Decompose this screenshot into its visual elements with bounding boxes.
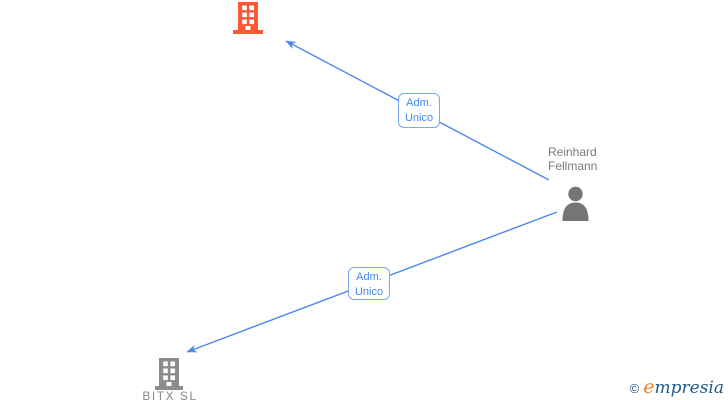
person-name-label[interactable]: Reinhard Fellmann [548, 145, 598, 173]
company-node-bottom[interactable] [155, 358, 183, 390]
edge-label-line2: Unico [404, 112, 434, 124]
empresia-logo[interactable]: © empresia [630, 376, 724, 398]
company-name-label[interactable]: BITX SL [142, 389, 198, 400]
copyright-icon: © [629, 381, 640, 396]
edge-label-adm-unico-top: Adm. Unico [398, 93, 440, 128]
company-node-top[interactable] [233, 2, 263, 34]
edge-label-line1: Adm. [356, 271, 382, 283]
edge-label-adm-unico-bottom: Adm. Unico [348, 267, 390, 300]
edge-label-line1: Adm. [406, 97, 432, 109]
empresia-logotype: empresia [643, 376, 724, 398]
logo-rest: mpresia [654, 378, 725, 398]
building-icon [155, 358, 183, 390]
person-node[interactable] [560, 186, 591, 221]
edge-label-line2: Unico [354, 286, 384, 298]
person-icon [560, 186, 591, 221]
logo-first-letter: e [643, 376, 655, 398]
building-icon [233, 2, 263, 34]
